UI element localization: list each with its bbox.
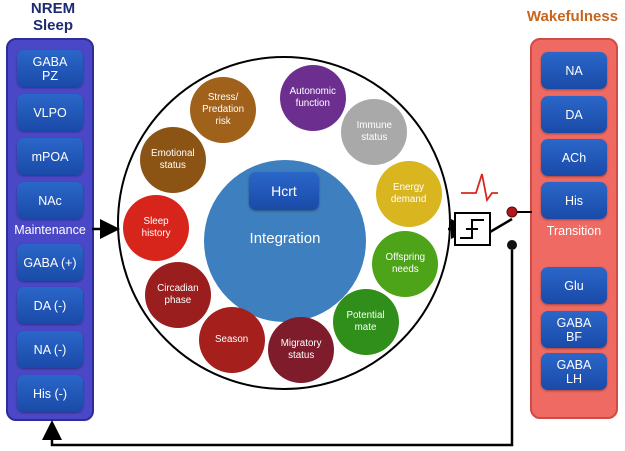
wake-na-button[interactable]: NA [541, 52, 607, 89]
wakefulness-panel: NA DA ACh His Transition Glu GABA BF GAB… [530, 38, 618, 419]
node-circadian-phase: Circadian phase [144, 261, 211, 328]
threshold-switch-icon [454, 212, 491, 246]
nrem-mpoa-button[interactable]: mPOA [17, 138, 83, 175]
node-immune-status: Immune status [341, 99, 408, 166]
node-potential-mate: Potential mate [332, 288, 399, 355]
node-season: Season [198, 306, 265, 373]
wake-glu-button[interactable]: Glu [541, 267, 607, 304]
node-migratory-status: Migratory status [268, 316, 335, 383]
nrem-gaba-plus-button[interactable]: GABA (+) [17, 244, 83, 281]
nrem-da-minus-button[interactable]: DA (-) [17, 287, 83, 324]
node-stress-predation-risk: Stress/ Predation risk [190, 77, 257, 144]
hcrt-button[interactable]: Hcrt [249, 172, 319, 210]
wakefulness-title: Wakefulness [526, 8, 619, 25]
transition-label: Transition [546, 224, 602, 238]
wake-gaba-bf-button[interactable]: GABA BF [541, 311, 607, 348]
switch-contact-sleep [507, 240, 517, 250]
wake-gaba-lh-button[interactable]: GABA LH [541, 353, 607, 390]
node-emotional-status: Emotional status [139, 126, 206, 193]
feedback-loop-line [42, 250, 514, 447]
nrem-nac-button[interactable]: NAc [17, 182, 83, 219]
nrem-vlpo-button[interactable]: VLPO [17, 94, 83, 131]
wake-da-button[interactable]: DA [541, 96, 607, 133]
switch-contact-wake [506, 206, 518, 218]
maintenance-label: Maintenance [14, 223, 86, 237]
wake-his-button[interactable]: His [541, 182, 607, 219]
node-energy-demand: Energy demand [375, 160, 442, 227]
switch-lever [489, 217, 513, 234]
nrem-sleep-title: NREM Sleep [30, 0, 76, 34]
nrem-gaba-pz-button[interactable]: GABA PZ [17, 50, 83, 87]
node-offspring-needs: Offspring needs [372, 230, 439, 297]
nrem-na-minus-button[interactable]: NA (-) [17, 331, 83, 368]
wake-ach-button[interactable]: ACh [541, 139, 607, 176]
node-autonomic-function: Autonomic function [279, 65, 346, 132]
nrem-panel: GABA PZ VLPO mPOA NAc Maintenance GABA (… [6, 38, 94, 421]
integration-label: Integration [249, 230, 321, 247]
node-sleep-history: Sleep history [123, 194, 190, 261]
nrem-his-minus-button[interactable]: His (-) [17, 375, 83, 412]
spike-waveform-icon [461, 173, 498, 203]
